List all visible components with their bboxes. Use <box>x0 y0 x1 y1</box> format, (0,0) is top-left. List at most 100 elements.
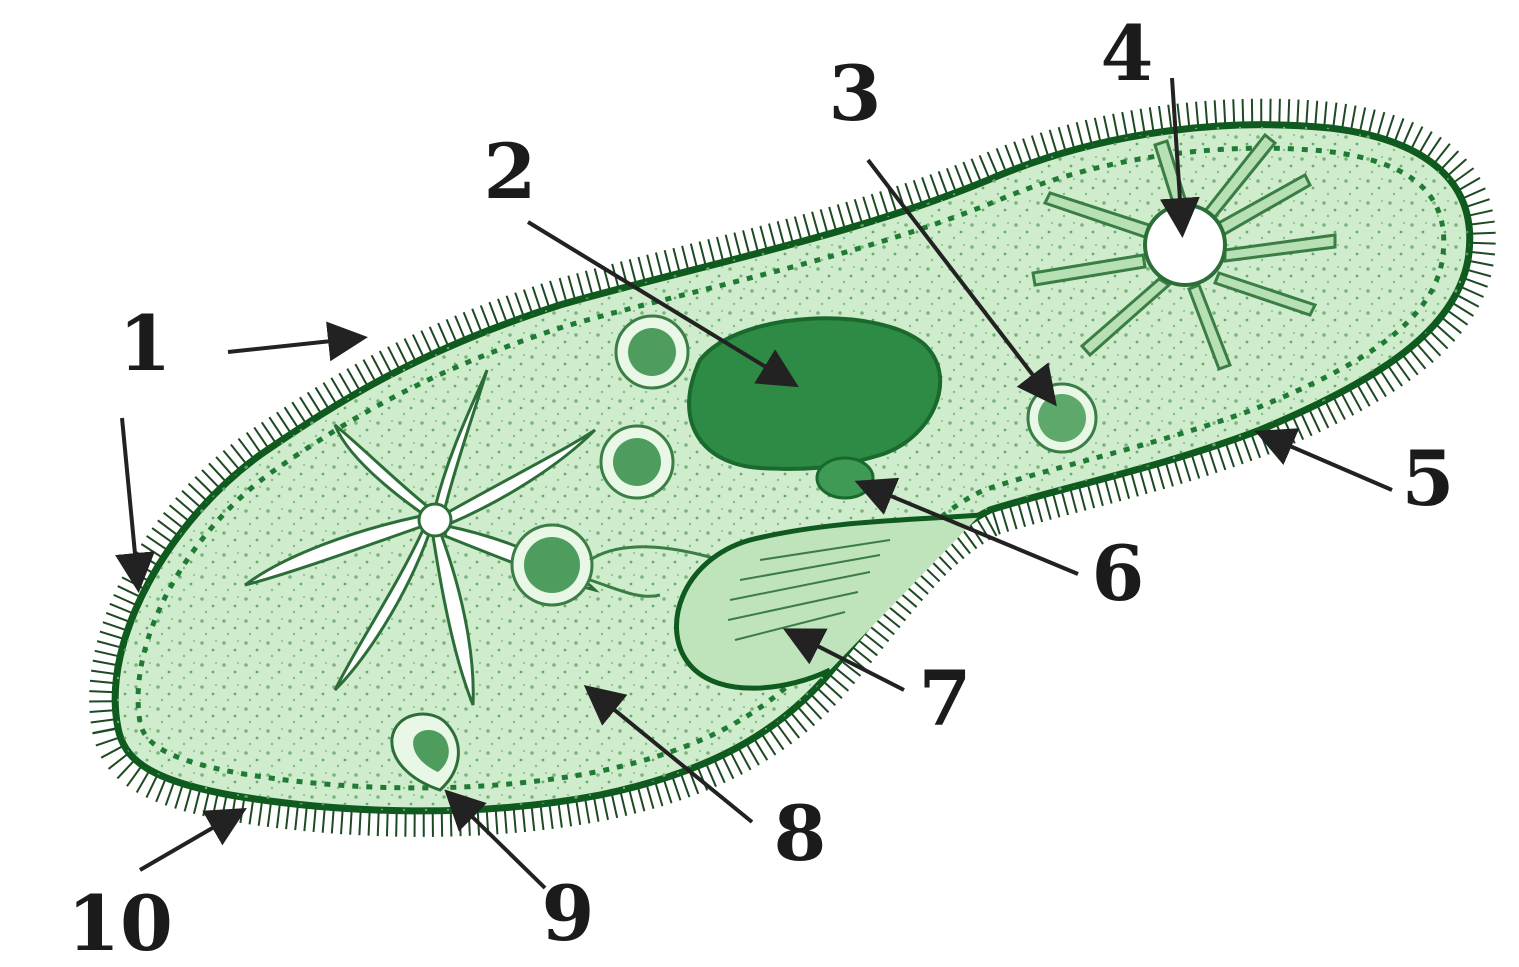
cilium <box>127 765 142 786</box>
cilium <box>250 799 254 825</box>
cilium <box>1360 107 1365 132</box>
cilium <box>314 806 316 832</box>
cilium <box>339 373 352 395</box>
cilium <box>1468 261 1494 266</box>
cilium <box>620 790 626 815</box>
cilium <box>90 710 116 712</box>
cilium <box>1059 127 1066 152</box>
cilium <box>438 323 448 347</box>
cilium <box>567 801 571 827</box>
cilium <box>743 230 750 255</box>
cilium <box>922 177 931 202</box>
cilium <box>1014 142 1023 166</box>
cilium <box>549 803 552 829</box>
cilium <box>1349 388 1362 411</box>
cilium <box>451 811 452 837</box>
cilium <box>1032 136 1040 161</box>
cilium <box>1187 103 1190 129</box>
cilium <box>472 309 482 333</box>
cilium <box>524 290 532 315</box>
cilium <box>664 778 672 803</box>
cilium <box>1447 159 1466 176</box>
cilium <box>1174 459 1181 484</box>
cilium <box>1183 456 1191 481</box>
cilium <box>1279 99 1280 125</box>
cilium <box>955 165 964 189</box>
cilium <box>109 753 129 769</box>
label-1: 1 <box>119 299 172 388</box>
cilium <box>359 809 360 835</box>
cilium <box>1403 122 1413 146</box>
cilium <box>1463 278 1487 287</box>
cilium <box>550 281 558 306</box>
cilium <box>1196 102 1198 128</box>
cilium <box>1009 504 1016 529</box>
cilium <box>1419 132 1432 154</box>
cilium <box>341 808 343 834</box>
cilium <box>331 378 344 400</box>
cilium <box>1159 106 1163 132</box>
cilium <box>638 786 645 811</box>
cilium <box>1035 497 1042 522</box>
label-9: 9 <box>542 869 595 958</box>
cilium <box>560 278 567 303</box>
cilium <box>722 755 733 778</box>
cilium <box>355 364 368 387</box>
cilium <box>1200 451 1208 476</box>
label-5: 5 <box>1402 434 1455 523</box>
cilium <box>137 770 150 792</box>
cilium <box>378 810 379 836</box>
cilium <box>1467 210 1492 216</box>
cilium <box>1131 471 1138 496</box>
leader-line-1a <box>228 338 360 352</box>
cilium <box>655 781 662 806</box>
cilium <box>980 155 990 179</box>
cilium <box>212 793 217 818</box>
cilium <box>673 248 679 273</box>
cilium <box>594 796 599 822</box>
cilium <box>507 296 516 320</box>
cilium <box>1027 499 1034 524</box>
label-8: 8 <box>774 789 827 878</box>
cilium <box>146 774 157 797</box>
cilium <box>647 255 653 280</box>
cilium <box>752 228 759 253</box>
cilium <box>268 801 271 827</box>
cilium <box>863 197 871 222</box>
cilium <box>1469 222 1495 225</box>
cilium <box>136 552 158 566</box>
cilium <box>846 202 853 227</box>
cilium <box>481 305 490 329</box>
cilium <box>96 737 121 745</box>
cilium <box>498 299 507 323</box>
cilium <box>1122 112 1127 138</box>
cilium <box>812 212 819 237</box>
cilium <box>156 778 166 802</box>
cilium <box>1079 485 1086 510</box>
cilium <box>464 312 474 336</box>
cilium <box>803 214 810 239</box>
cilium <box>880 191 888 216</box>
cilium <box>760 226 767 251</box>
cilium <box>1456 294 1479 306</box>
cilium <box>1386 115 1394 140</box>
cilium <box>1224 100 1225 126</box>
cilium <box>1140 469 1147 494</box>
cilium <box>1351 106 1356 132</box>
cilium <box>1148 466 1155 491</box>
cilium <box>558 802 562 828</box>
cilium <box>630 259 637 284</box>
cilium <box>93 729 119 734</box>
cilium <box>93 661 119 666</box>
cilium <box>240 797 244 823</box>
cilium <box>489 302 498 326</box>
cilium <box>1095 118 1101 143</box>
cilium <box>1369 110 1375 135</box>
cilium <box>585 798 589 824</box>
cilium <box>1077 122 1084 147</box>
cilium <box>1293 416 1304 440</box>
cilium <box>106 613 130 622</box>
cilium <box>1411 127 1423 150</box>
cilium <box>95 651 120 657</box>
